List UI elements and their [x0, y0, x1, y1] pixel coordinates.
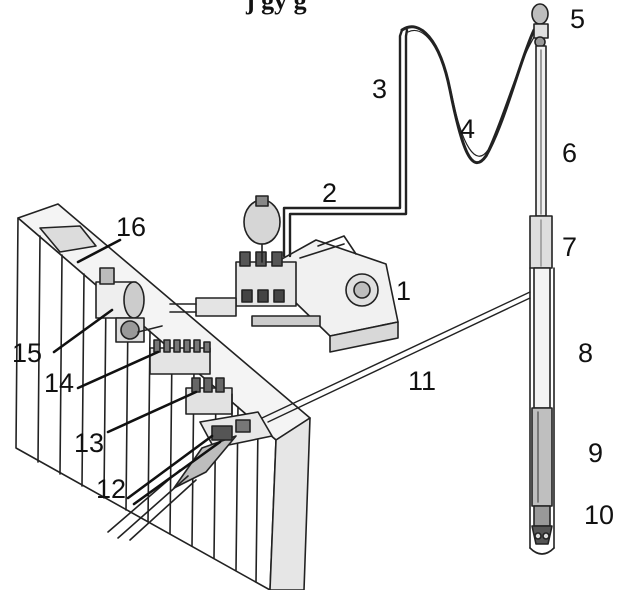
- leader-lines: [52, 238, 222, 506]
- shale-shaker: [107, 411, 273, 541]
- label-4: 4: [460, 114, 476, 144]
- drill-string: [529, 215, 553, 269]
- swivel: [531, 3, 549, 48]
- label-12: 12: [96, 474, 127, 504]
- rotary-hose: [400, 25, 537, 164]
- drill-collars: [531, 267, 553, 507]
- label-2: 2: [322, 178, 338, 208]
- label-3: 3: [372, 74, 388, 104]
- label-13: 13: [74, 428, 105, 458]
- label-14: 14: [44, 368, 75, 398]
- label-10: 10: [584, 500, 615, 530]
- label-11: 11: [408, 366, 437, 396]
- label-8: 8: [578, 338, 594, 368]
- label-6: 6: [562, 138, 578, 168]
- return-line: [261, 291, 531, 423]
- drill-bit: [531, 505, 553, 545]
- standpipe: [282, 28, 409, 258]
- mud-tank: [15, 203, 311, 590]
- label-1: 1: [396, 276, 412, 306]
- mud-pump: [169, 195, 399, 353]
- kelly: [535, 45, 547, 217]
- label-5: 5: [570, 4, 586, 34]
- label-7: 7: [562, 232, 578, 262]
- cropped-heading: j gy g: [246, 0, 307, 15]
- label-16: 16: [116, 212, 147, 242]
- label-9: 9: [588, 438, 604, 468]
- wellbore: [529, 267, 555, 555]
- desander-unit: [149, 339, 211, 375]
- label-15: 15: [12, 338, 43, 368]
- centrifuge-unit: [95, 267, 163, 343]
